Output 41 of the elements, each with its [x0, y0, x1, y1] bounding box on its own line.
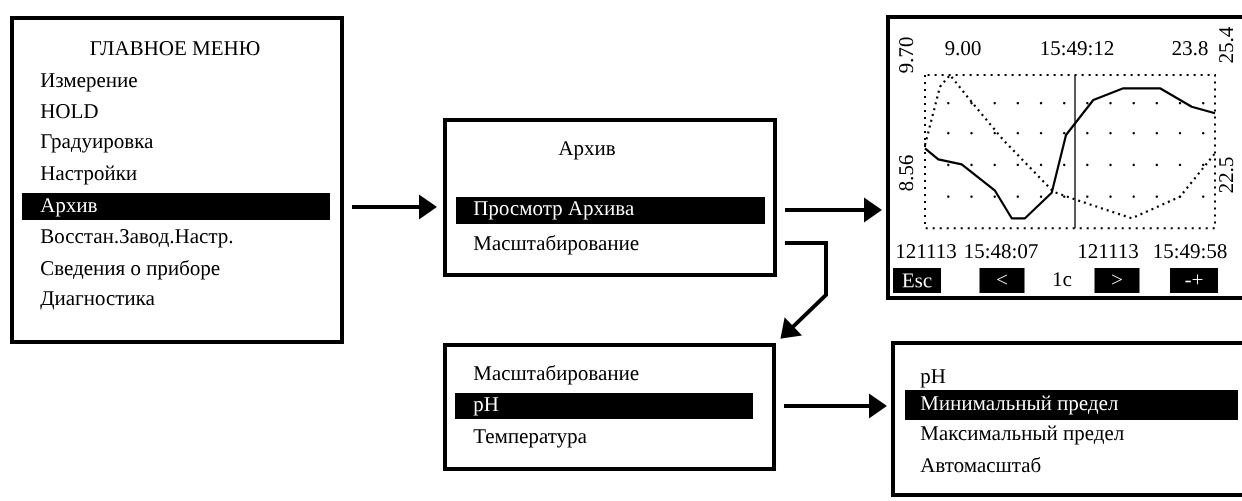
menu-item: Сведения о приборе [41, 260, 220, 280]
menu-screen [891, 341, 1242, 497]
highlighted-menu-item: Минимальный предел [905, 390, 1238, 420]
chart-label: 25.4 [1219, 26, 1234, 63]
soft-key: Esc [893, 268, 941, 293]
menu-screen [10, 16, 344, 344]
chart-label: 22.5 [1219, 157, 1234, 193]
menu-item: Восстан.Завод.Настр. [40, 229, 233, 248]
highlighted-menu-item: pH [455, 393, 753, 419]
chart-label: 23.8 [1172, 41, 1208, 56]
menu-item: Измерение [40, 73, 137, 92]
chart-label: 1с [1053, 272, 1072, 287]
chart-label: 15:49:58 [1154, 244, 1227, 259]
highlighted-menu-item: Просмотр Архива [456, 197, 765, 224]
chart-label: 9.00 [945, 41, 981, 56]
chart-label: 121113 [1079, 244, 1138, 259]
menu-screen [443, 118, 777, 277]
menu-item: Масштабирование [473, 365, 639, 385]
menu-item: Градуировка [40, 134, 154, 153]
soft-key: -+ [1170, 268, 1218, 293]
chart-label: 121113 [897, 244, 956, 259]
soft-key: > [1094, 268, 1140, 293]
menu-item: pH [920, 369, 946, 388]
chart-label: 15:48:07 [965, 244, 1038, 259]
chart-label: 8.56 [899, 155, 914, 191]
menu-item: Настройки [40, 165, 137, 185]
menu-item: Масштабирование [473, 235, 639, 255]
chart-label: 15:49:12 [1041, 41, 1114, 56]
menu-screen [443, 343, 776, 471]
menu-item: HOLD [40, 104, 98, 119]
menu-item: Максимальный предел [920, 425, 1124, 445]
menu-item: Диагностика [40, 291, 155, 310]
menu-item: Автомасштаб [920, 457, 1041, 473]
screen-title: ГЛАВНОЕ МЕНЮ [90, 41, 260, 56]
menu-item: Температура [473, 429, 587, 448]
soft-key: < [979, 268, 1025, 293]
arrow [780, 241, 828, 339]
screen-title: Архив [558, 141, 615, 160]
highlighted-menu-item: Архив [22, 193, 330, 220]
chart-label: 9.70 [899, 37, 914, 73]
trend-screen [886, 15, 1242, 300]
